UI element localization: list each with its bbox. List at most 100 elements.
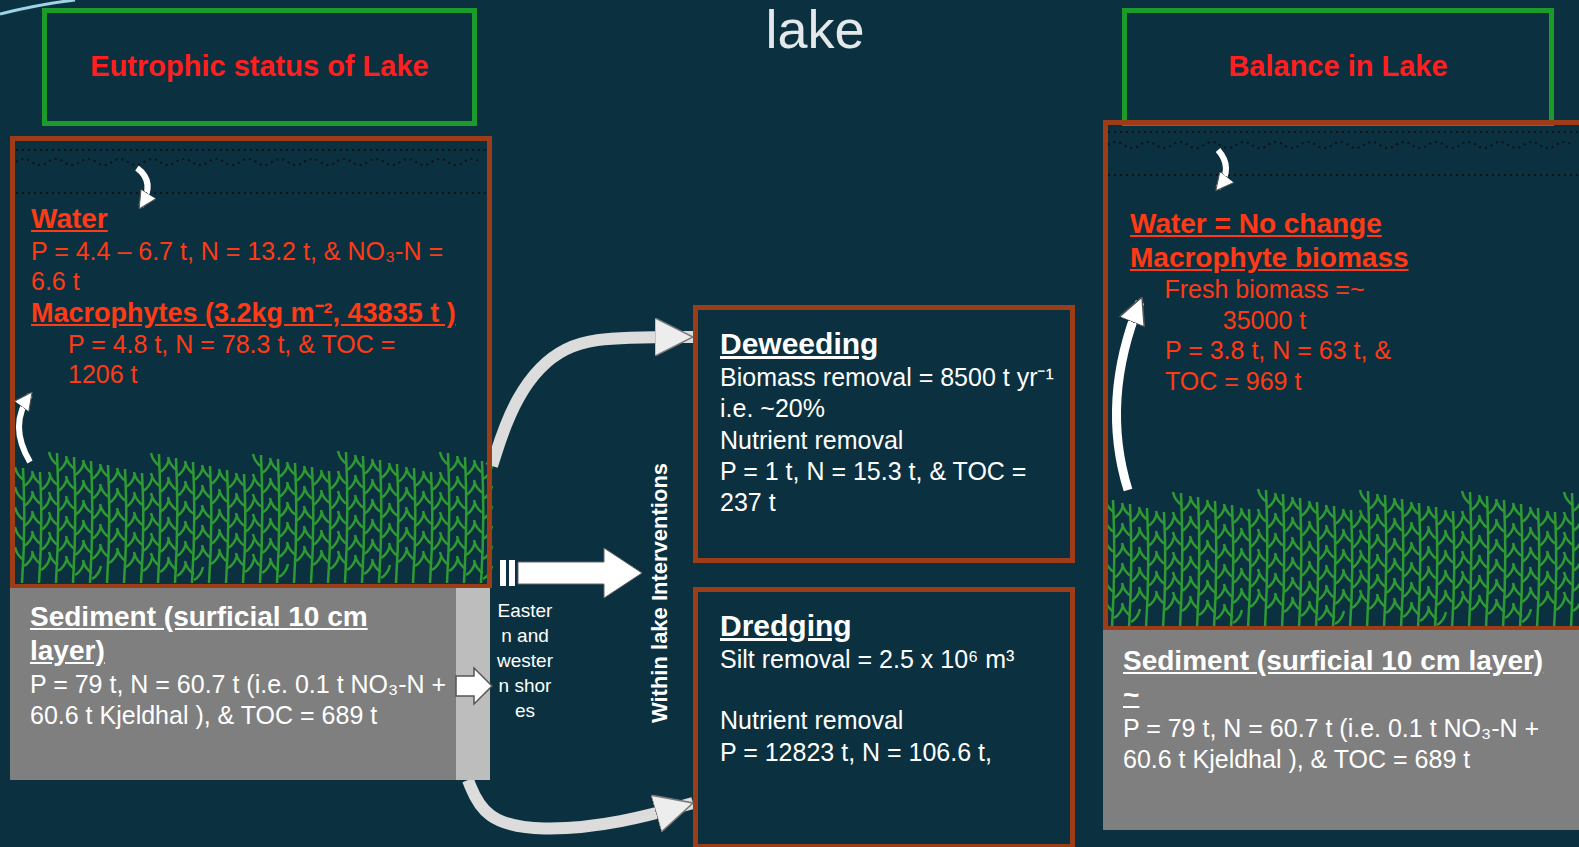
body-text: Nutrient removal bbox=[720, 425, 1056, 456]
plant-leaf bbox=[1513, 603, 1531, 622]
plant-leaf bbox=[1326, 585, 1344, 604]
plant-leaf bbox=[253, 514, 271, 533]
plant-leaf bbox=[32, 471, 50, 490]
plant-leaf bbox=[1411, 602, 1429, 621]
plant-leaf bbox=[406, 547, 424, 566]
plant-leaf bbox=[304, 466, 322, 485]
plant-leaf bbox=[1394, 518, 1412, 537]
plant-leaf bbox=[117, 548, 135, 567]
body-text: Biomass removal = 8500 t yr⁻¹ i.e. ~20% bbox=[720, 362, 1056, 425]
plant-leaf bbox=[1258, 489, 1276, 508]
plant-stem bbox=[1282, 494, 1284, 628]
plant-leaf bbox=[100, 484, 118, 503]
plant-leaf bbox=[1479, 575, 1497, 594]
plant-leaf bbox=[423, 511, 441, 530]
shore-arrow bbox=[456, 668, 492, 704]
plant-leaf bbox=[1309, 541, 1327, 560]
plant-leaf bbox=[389, 463, 407, 482]
plant-leaf bbox=[1394, 498, 1412, 517]
plant-leaf bbox=[1258, 569, 1276, 588]
curved-arrow bbox=[492, 337, 693, 466]
plant-leaf bbox=[1258, 589, 1276, 608]
plant-leaf bbox=[1377, 594, 1395, 613]
plant-leaf bbox=[1309, 601, 1327, 620]
plant-leaf bbox=[168, 557, 186, 576]
plant-leaf bbox=[1122, 523, 1140, 542]
box-heading: Dredging bbox=[720, 608, 1056, 644]
plant-stem bbox=[1231, 505, 1233, 628]
plant-leaf bbox=[134, 492, 152, 511]
plant-leaf bbox=[304, 506, 322, 525]
plant-leaf bbox=[253, 494, 271, 513]
plant-leaf bbox=[168, 517, 186, 536]
plant-leaf bbox=[270, 478, 288, 497]
plant-leaf bbox=[389, 503, 407, 522]
plant-leaf bbox=[168, 457, 186, 476]
plant-leaf bbox=[1530, 587, 1548, 606]
plant-leaf bbox=[440, 512, 458, 531]
plant-leaf bbox=[372, 519, 390, 538]
plant-leaf bbox=[1190, 596, 1208, 615]
surface-line bbox=[1108, 131, 1579, 133]
plant-leaf bbox=[1343, 529, 1361, 548]
body-text: P = 4.8 t, N = 78.3 t, & TOC = 1206 t bbox=[68, 329, 398, 390]
plant-leaf bbox=[287, 542, 305, 561]
plant-leaf bbox=[457, 516, 475, 535]
plant-leaf bbox=[1156, 571, 1174, 590]
plant-leaf bbox=[1139, 587, 1157, 606]
water-box: Water = No changeMacrophyte biomassFresh… bbox=[1103, 120, 1579, 630]
plant-leaf bbox=[1547, 551, 1565, 570]
plant-leaf bbox=[168, 537, 186, 556]
flux-arrow bbox=[1218, 150, 1226, 188]
plant-leaf bbox=[219, 489, 237, 508]
shore-label: Eastern and western shores bbox=[494, 598, 556, 723]
plant-leaf bbox=[1394, 558, 1412, 577]
plant-leaf bbox=[1207, 500, 1225, 519]
plant-leaf bbox=[338, 491, 356, 510]
plant-leaf bbox=[457, 476, 475, 495]
body-text: P = 4.4 – 6.7 t, N = 13.2 t, & NO₃-N = 6… bbox=[31, 236, 475, 297]
plant-leaf bbox=[1513, 523, 1531, 542]
box-heading: Deweeding bbox=[720, 326, 1056, 362]
plant-leaf bbox=[1241, 548, 1259, 567]
plant-leaf bbox=[49, 552, 67, 571]
plant-leaf bbox=[1547, 591, 1565, 610]
plant-leaf bbox=[1139, 567, 1157, 586]
plant-leaf bbox=[287, 522, 305, 541]
plant-leaf bbox=[1173, 592, 1191, 611]
plant-leaf bbox=[1190, 536, 1208, 555]
plant-leaf bbox=[219, 549, 237, 568]
plant-leaf bbox=[1564, 552, 1579, 571]
plant-leaf bbox=[185, 521, 203, 540]
plant-leaf bbox=[321, 490, 339, 509]
plant-leaf bbox=[100, 464, 118, 483]
plant-stem bbox=[73, 457, 75, 583]
block-arrow bbox=[500, 548, 642, 598]
plant-leaf bbox=[151, 493, 169, 512]
plant-leaf bbox=[406, 507, 424, 526]
flux-arrow bbox=[19, 395, 30, 462]
plant-stem bbox=[192, 462, 194, 583]
plant-leaf bbox=[406, 467, 424, 486]
plant-leaf bbox=[270, 538, 288, 557]
plant-leaf bbox=[1207, 540, 1225, 559]
arrow-bar bbox=[509, 560, 515, 586]
header-text: Balance in Lake bbox=[1228, 48, 1447, 86]
plant-leaf bbox=[1156, 591, 1174, 610]
plant-leaf bbox=[270, 518, 288, 537]
plant-leaf bbox=[83, 560, 101, 579]
plant-leaf bbox=[287, 462, 305, 481]
plant-leaf bbox=[270, 558, 288, 577]
plant-leaf bbox=[1343, 569, 1361, 588]
plant-leaf bbox=[1292, 497, 1310, 516]
plant-leaf bbox=[253, 474, 271, 493]
plant-leaf bbox=[1462, 551, 1480, 570]
plant-leaf bbox=[49, 472, 67, 491]
plant-leaf bbox=[321, 510, 339, 529]
plant-leaf bbox=[1207, 520, 1225, 539]
plant-leaf bbox=[66, 496, 84, 515]
plant-leaf bbox=[185, 541, 203, 560]
plant-leaf bbox=[372, 539, 390, 558]
plant-leaf bbox=[49, 512, 67, 531]
